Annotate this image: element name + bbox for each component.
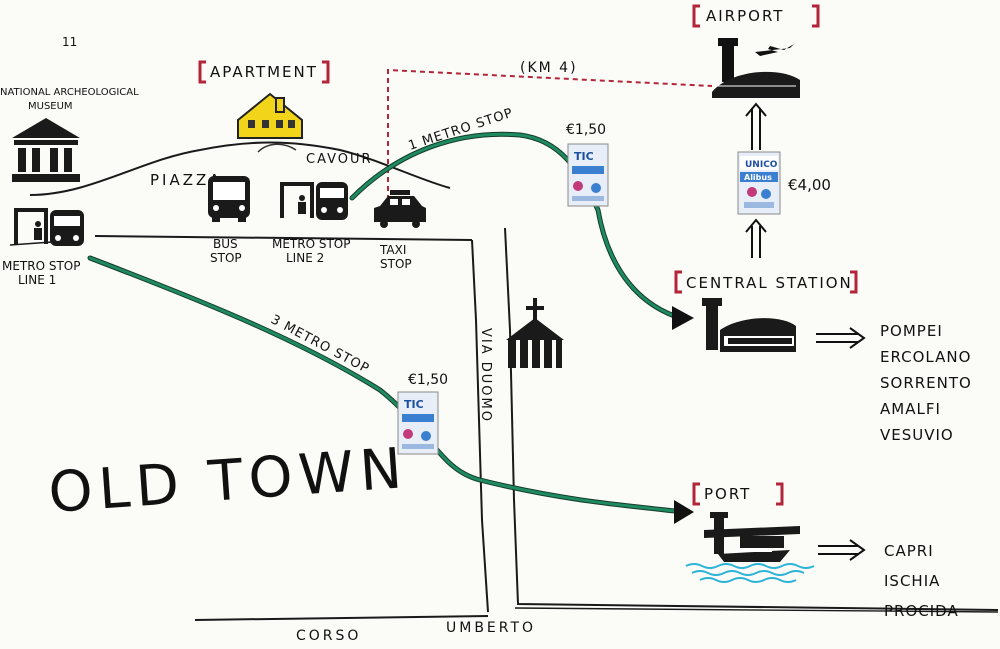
double-arrow-right-port — [818, 539, 866, 561]
metro-line-1-label-line1: METRO STOP — [2, 259, 81, 273]
destination-item: SORRENTO — [880, 374, 972, 392]
airport-distance-label: (KM 4) — [520, 60, 578, 76]
destination-item: CAPRI — [884, 542, 934, 560]
svg-text:PORT: PORT — [704, 485, 751, 503]
museum-label-line2: MUSEUM — [28, 101, 73, 112]
piazza-label: PIAZZA — [150, 171, 223, 189]
destination-item: ERCOLANO — [880, 348, 971, 366]
metro-line-2-label-line1: METRO STOP — [272, 237, 351, 251]
apartment-house-icon — [237, 92, 303, 153]
museum-icon — [12, 118, 80, 182]
port-label: PORT — [692, 482, 784, 506]
port-icon — [704, 512, 800, 562]
bus-icon — [208, 176, 250, 222]
svg-text:TIC: TIC — [404, 398, 424, 411]
tic-ticket-icon-top: TIC — [567, 143, 609, 207]
taxi-stop-label-line2: STOP — [380, 257, 412, 271]
page-marker: 11 — [62, 35, 77, 49]
metro-line-1-icon — [14, 208, 84, 246]
metro-line-2-label-line2: LINE 2 — [286, 251, 324, 265]
airport-road-dashed — [387, 68, 713, 200]
church-icon — [506, 298, 564, 368]
destination-item: VESUVIO — [880, 426, 954, 444]
via-duomo-label: VIA DUOMO — [478, 328, 493, 423]
umberto-label: UMBERTO — [446, 620, 536, 636]
old-town-label: OLD TOWN — [46, 436, 409, 526]
destination-item: POMPEI — [880, 322, 943, 340]
arrow-head-central — [672, 306, 694, 330]
arrow-head-port — [674, 500, 694, 524]
double-arrow-up-airport — [745, 102, 767, 258]
taxi-icon — [374, 190, 426, 228]
central-station-label: CENTRAL STATION — [674, 270, 858, 294]
museum-label-line1: NATIONAL ARCHEOLOGICAL — [0, 87, 139, 98]
destination-item: AMALFI — [880, 400, 941, 418]
price-alibus: €4,00 — [788, 176, 831, 194]
svg-text:CENTRAL STATION: CENTRAL STATION — [686, 274, 853, 292]
apartment-label: APARTMENT — [198, 60, 330, 84]
bus-stop-label-line1: BUS — [213, 237, 238, 251]
port-destinations-list: CAPRI ISCHIA PROCIDA — [884, 542, 959, 620]
water-waves — [685, 563, 815, 583]
svg-text:APARTMENT: APARTMENT — [210, 63, 318, 81]
destination-item: ISCHIA — [884, 572, 940, 590]
central-station-icon — [702, 298, 796, 352]
taxi-stop-label-line1: TAXI — [379, 243, 406, 257]
svg-text:UNICO: UNICO — [745, 160, 778, 170]
svg-text:Alibus: Alibus — [744, 173, 772, 182]
price-tic-top: €1,50 — [566, 122, 606, 138]
station-destinations-list: POMPEI ERCOLANO SORRENTO AMALFI VESUVIO — [880, 322, 972, 444]
price-tic-bottom: €1,50 — [408, 372, 448, 388]
corso-label: CORSO — [296, 628, 361, 644]
destination-item: PROCIDA — [884, 602, 959, 620]
airport-icon — [712, 38, 800, 98]
double-arrow-right-station — [816, 327, 866, 349]
one-metro-stop-label: 1 METRO STOP — [407, 106, 516, 154]
svg-text:AIRPORT: AIRPORT — [706, 7, 784, 25]
cavour-label: CAVOUR — [306, 152, 373, 167]
metro-line-2-icon — [280, 182, 348, 220]
svg-text:TIC: TIC — [574, 150, 594, 163]
airport-label: AIRPORT — [692, 4, 820, 28]
streets — [9, 227, 999, 621]
metro-line-1-label-line2: LINE 1 — [18, 273, 56, 287]
three-metro-stop-label: 3 METRO STOP — [268, 312, 372, 377]
tic-ticket-icon-bottom: TIC — [397, 391, 439, 455]
bus-stop-label-line2: STOP — [210, 251, 242, 265]
alibus-ticket-icon: UNICO Alibus — [737, 151, 781, 215]
